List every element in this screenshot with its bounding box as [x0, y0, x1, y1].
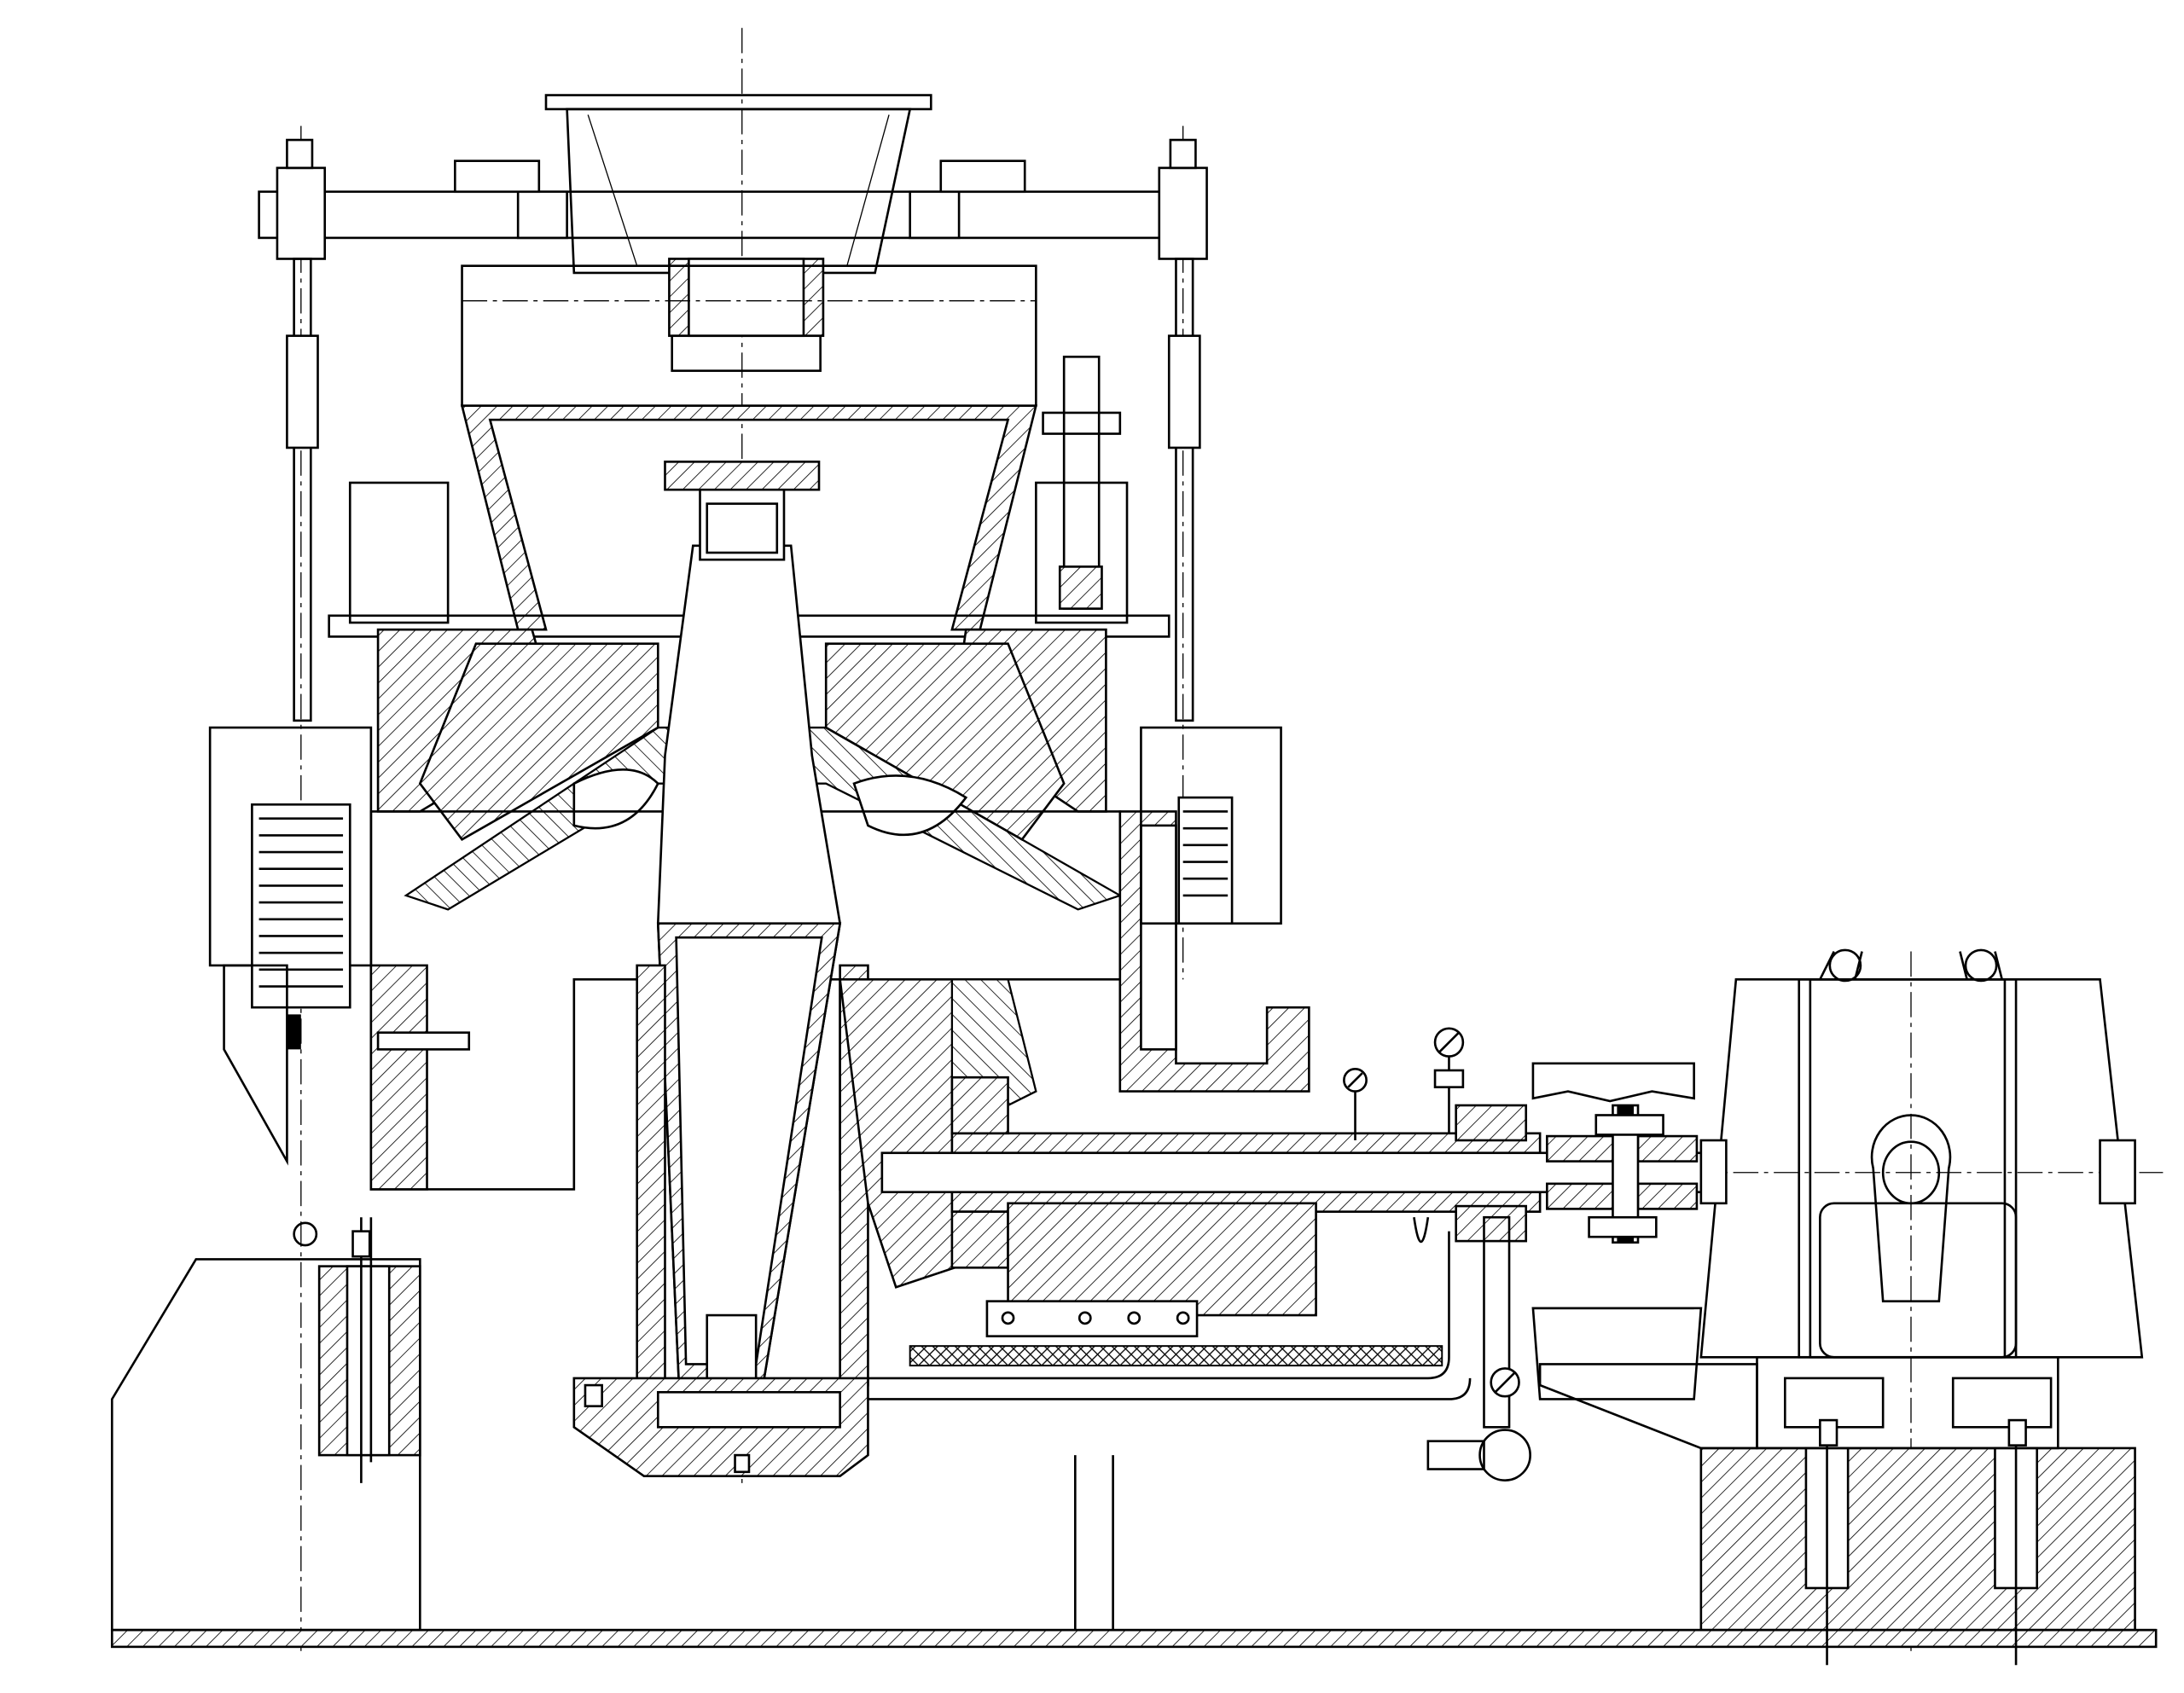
gauge-icon	[1343, 1068, 1368, 1141]
tie-rods	[286, 258, 1201, 722]
electric-motor	[1538, 948, 2144, 1450]
foundation	[110, 1217, 2158, 1666]
pressure-gauges	[1343, 1027, 1520, 1398]
feed-hopper	[544, 94, 932, 373]
top-beam	[258, 138, 1208, 260]
lube-piping	[868, 1215, 1531, 1481]
adjustment-column	[1042, 356, 1122, 610]
gauge-icon	[1433, 1027, 1465, 1133]
spring-right	[1140, 726, 1282, 925]
main-shaft	[656, 461, 842, 1387]
gauge-icon	[1490, 1367, 1520, 1398]
coupling	[1531, 1062, 1703, 1400]
anchor-bolts	[293, 1221, 2027, 1474]
countershaft	[880, 1076, 1723, 1337]
spring-left	[208, 726, 373, 1166]
